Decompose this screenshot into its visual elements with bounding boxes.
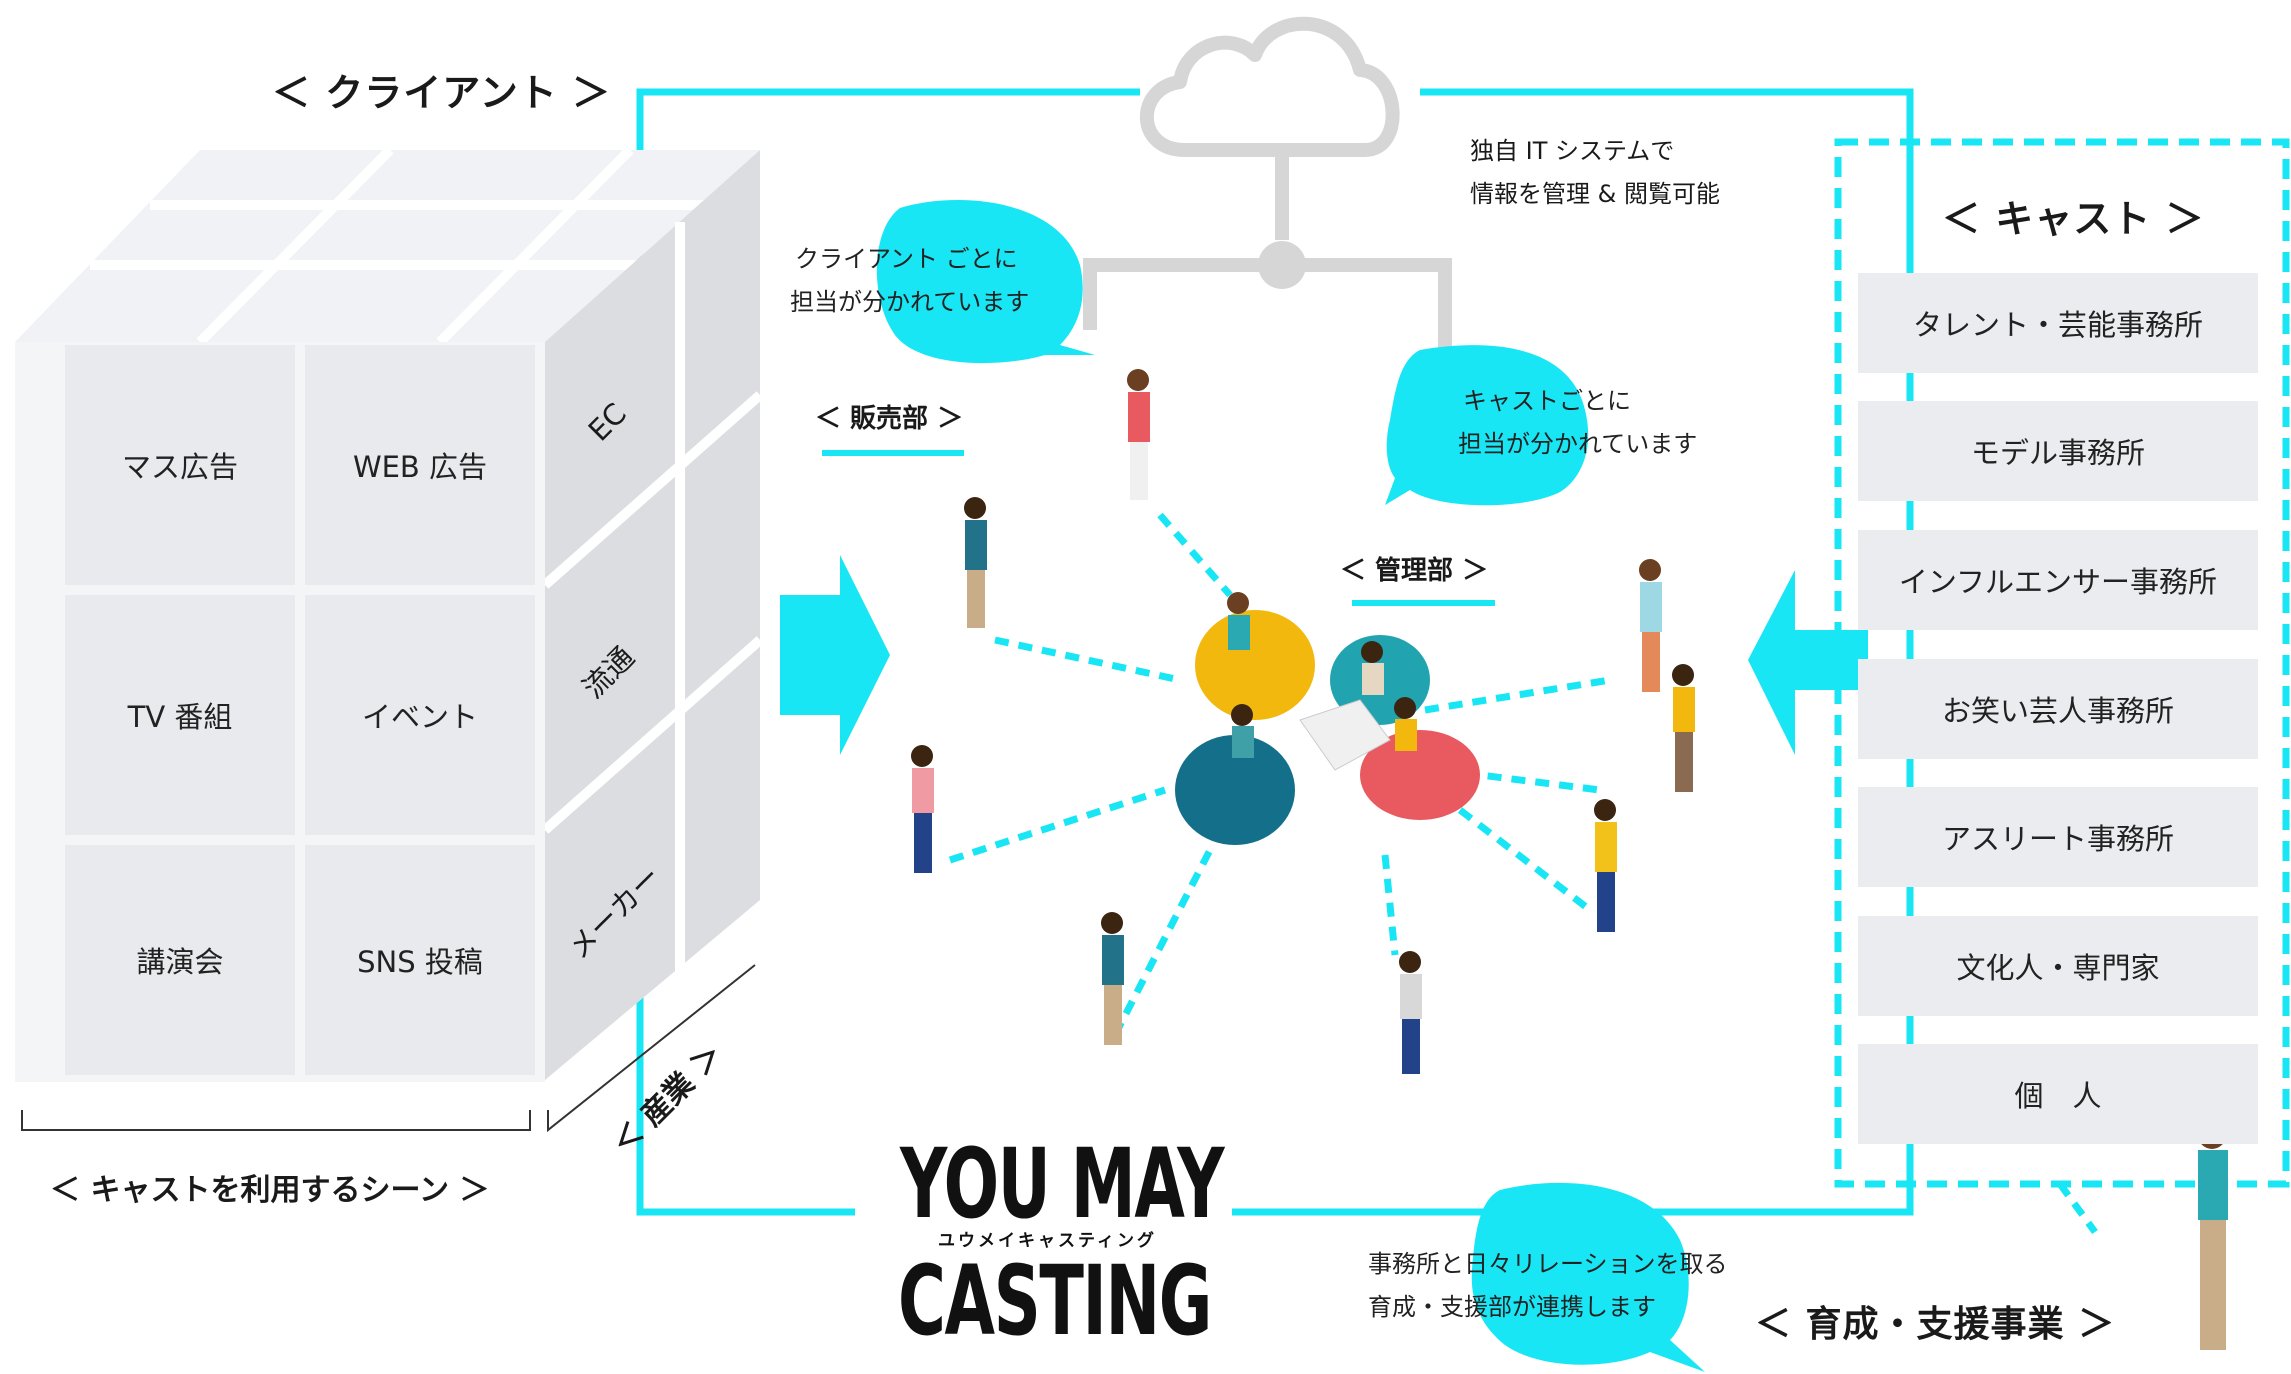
person-cast-2-icon (1672, 664, 1695, 792)
meeting-group-icon (1175, 592, 1480, 845)
right-arrow-icon (780, 555, 890, 755)
sales-dept-underline (822, 450, 964, 456)
person-sales-4-icon (1101, 912, 1124, 1045)
client-bubble-line1: クライアント ごとに (795, 245, 1018, 273)
cast-heading: ＜ キャスト ＞ (1942, 197, 2205, 241)
scene-tile-event: イベント (305, 595, 535, 835)
logo-line2: CASTING (898, 1245, 1212, 1357)
logo-line1: YOU MAY (900, 1128, 1225, 1240)
person-sales-1-icon (1127, 369, 1150, 500)
scene-tile-lecture: 講演会 (65, 845, 295, 1075)
person-cast-3-icon (1594, 799, 1617, 932)
support-bubble-line1: 事務所と日々リレーションを取る (1368, 1250, 1728, 1278)
cast-item-expert: 文化人・専門家 (1858, 916, 2258, 1016)
logo-sub: ユウメイキャスティング (938, 1231, 1157, 1251)
client-bubble-text: クライアント ごとに 担当が分かれています (790, 238, 1029, 324)
cast-bubble-text: キャストごとに 担当が分かれています (1458, 380, 1697, 466)
person-sales-2-icon (964, 497, 987, 628)
scene-tile-sns: SNS 投稿 (305, 845, 535, 1075)
cast-item-individual: 個 人 (1858, 1044, 2258, 1144)
system-note-line2: 情報を管理 & 閲覧可能 (1470, 180, 1720, 208)
scene-caption: ＜ キャストを利用するシーン ＞ (50, 1173, 490, 1208)
support-bubble-text: 事務所と日々リレーションを取る 育成・支援部が連携します (1368, 1243, 1728, 1329)
management-dept-underline (1352, 600, 1495, 606)
scene-tile-tv: TV 番組 (65, 595, 295, 835)
cast-bubble-line2: 担当が分かれています (1458, 430, 1698, 458)
system-note-line1: 独自 IT システムで (1470, 137, 1675, 165)
network-icon (1083, 150, 1452, 360)
management-dept-label: ＜ 管理部 ＞ (1340, 556, 1489, 586)
scene-tile-web-ad: WEB 広告 (305, 345, 535, 585)
system-note: 独自 IT システムで 情報を管理 & 閲覧可能 (1470, 130, 1720, 216)
cast-bubble-line1: キャストごとに (1463, 387, 1631, 415)
cast-item-influencer: インフルエンサー事務所 (1858, 530, 2258, 630)
cast-item-talent: タレント・芸能事務所 (1858, 273, 2258, 373)
person-sales-3-icon (911, 745, 934, 873)
cast-item-comedian: お笑い芸人事務所 (1858, 659, 2258, 759)
scene-tile-mass-ad: マス広告 (65, 345, 295, 585)
client-bubble-line2: 担当が分かれています (790, 288, 1030, 316)
cloud-icon (1139, 16, 1400, 157)
person-cast-1-icon (1639, 559, 1662, 692)
cast-bubble-icon (1385, 345, 1589, 506)
sales-dept-label: ＜ 販売部 ＞ (815, 404, 964, 434)
support-bubble-icon (1471, 1182, 1705, 1372)
support-bubble-line2: 育成・支援部が連携します (1368, 1293, 1656, 1321)
left-arrow-icon (1748, 570, 1868, 755)
person-cast-4-icon (1399, 951, 1422, 1074)
client-bubble-icon (876, 200, 1095, 364)
support-heading: ＜ 育成・支援事業 ＞ (1755, 1304, 2116, 1345)
person-support-icon (2198, 1121, 2228, 1350)
client-heading: ＜ クライアント ＞ (272, 71, 611, 115)
cast-item-athlete: アスリート事務所 (1858, 787, 2258, 887)
cast-item-model: モデル事務所 (1858, 401, 2258, 501)
